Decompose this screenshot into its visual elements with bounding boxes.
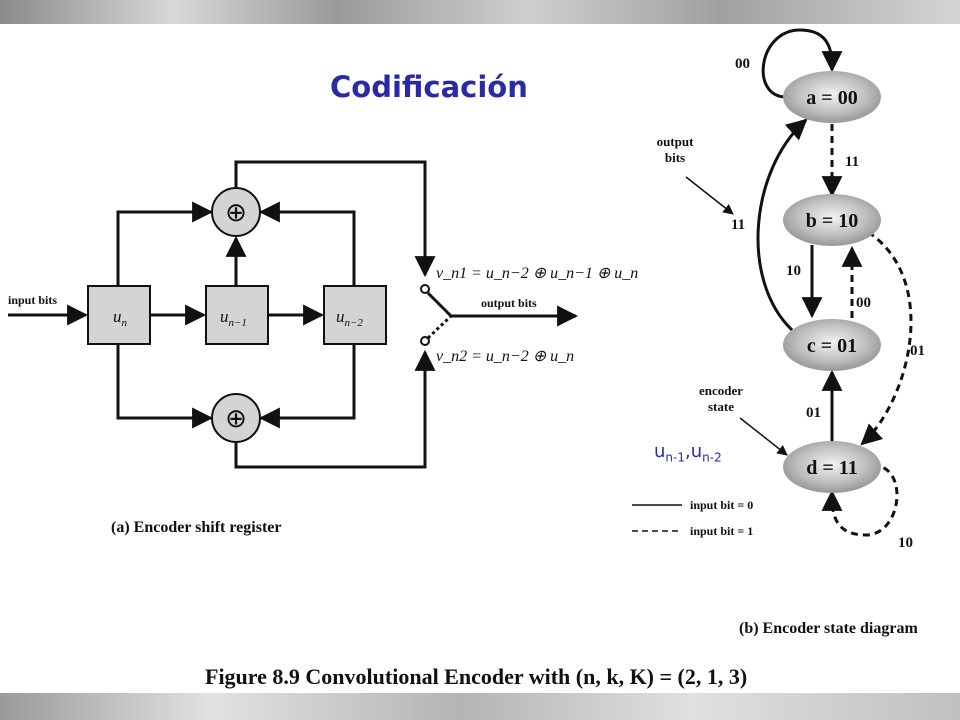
figure-caption: Figure 8.9 Convolutional Encoder with (n… bbox=[205, 664, 748, 689]
edge-label-d-c: 01 bbox=[806, 405, 821, 421]
register-un1-label: un−1 bbox=[220, 307, 247, 329]
part-b-caption: (b) Encoder state diagram bbox=[739, 620, 918, 637]
output-bits-annotation-line2: bits bbox=[665, 150, 685, 165]
top-adder: ⊕ bbox=[211, 187, 261, 237]
state-node-b: b = 10 bbox=[783, 194, 881, 246]
part-a-caption: (a) Encoder shift register bbox=[111, 519, 282, 536]
state-diagram bbox=[632, 28, 913, 537]
register-un1: un−1 bbox=[205, 285, 269, 345]
edge-label-a-b: 11 bbox=[845, 154, 859, 170]
switch-arm-dashed bbox=[426, 314, 453, 340]
state-variables-annotation: un-1,un-2 bbox=[654, 441, 722, 465]
v1-equation: v_n1 = u_n−2 ⊕ u_n−1 ⊕ u_n bbox=[436, 265, 638, 282]
edge-a-a bbox=[761, 28, 843, 99]
legend-dashed-label: input bit = 1 bbox=[690, 524, 753, 538]
wire-top-out bbox=[234, 160, 436, 278]
output-bits-annotation-line1: output bbox=[657, 134, 695, 149]
edge-b-d bbox=[860, 230, 913, 446]
output-bits-pointer bbox=[685, 176, 734, 215]
top-decorative-band bbox=[0, 0, 960, 24]
wire-un2-top bbox=[258, 201, 356, 286]
edge-label-b-d: 01 bbox=[910, 343, 925, 359]
wire-un-top bbox=[116, 201, 214, 286]
encoder-state-pointer bbox=[739, 417, 788, 456]
bottom-decorative-band bbox=[0, 693, 960, 720]
shift-register-diagram bbox=[8, 160, 579, 469]
edge-d-d bbox=[821, 463, 899, 537]
edge-label-c-a: 11 bbox=[731, 217, 745, 233]
edge-c-a bbox=[756, 118, 808, 332]
switch-contact-bottom bbox=[420, 336, 430, 346]
register-un: un bbox=[87, 285, 151, 345]
edge-label-c-b: 00 bbox=[856, 295, 871, 311]
register-un-label: un bbox=[113, 307, 128, 329]
wire-un-bottom bbox=[116, 344, 214, 429]
slide-title: Codificación bbox=[330, 70, 528, 104]
output-bits-label: output bits bbox=[481, 296, 537, 310]
svg-text:a = 00: a = 00 bbox=[806, 87, 857, 109]
encoder-state-annotation-line1: encoder bbox=[699, 383, 743, 398]
xor-icon: ⊕ bbox=[225, 404, 247, 434]
edge-label-d-d: 10 bbox=[898, 535, 913, 551]
state-node-c: c = 01 bbox=[783, 319, 881, 371]
register-un2: un−2 bbox=[323, 285, 387, 345]
svg-text:b = 10: b = 10 bbox=[806, 210, 859, 232]
bottom-adder: ⊕ bbox=[211, 393, 261, 443]
state-node-a: a = 00 bbox=[783, 71, 881, 123]
state-node-d: d = 11 bbox=[783, 441, 881, 493]
svg-text:c = 01: c = 01 bbox=[807, 335, 857, 357]
switch-contact-top bbox=[420, 284, 430, 294]
register-un2-label: un−2 bbox=[336, 307, 363, 329]
wire-un2-bottom bbox=[258, 344, 356, 429]
edge-label-b-c: 10 bbox=[786, 263, 801, 279]
legend-solid-label: input bit = 0 bbox=[690, 498, 753, 512]
encoder-state-annotation-line2: state bbox=[708, 399, 734, 414]
switch-arm bbox=[426, 291, 453, 318]
xor-icon: ⊕ bbox=[225, 198, 247, 228]
v2-equation: v_n2 = u_n−2 ⊕ u_n bbox=[436, 348, 574, 365]
input-bits-label: input bits bbox=[8, 293, 57, 307]
svg-text:d = 11: d = 11 bbox=[806, 457, 857, 479]
edge-label-a-a: 00 bbox=[735, 56, 750, 72]
wire-bottom-out bbox=[234, 349, 436, 469]
